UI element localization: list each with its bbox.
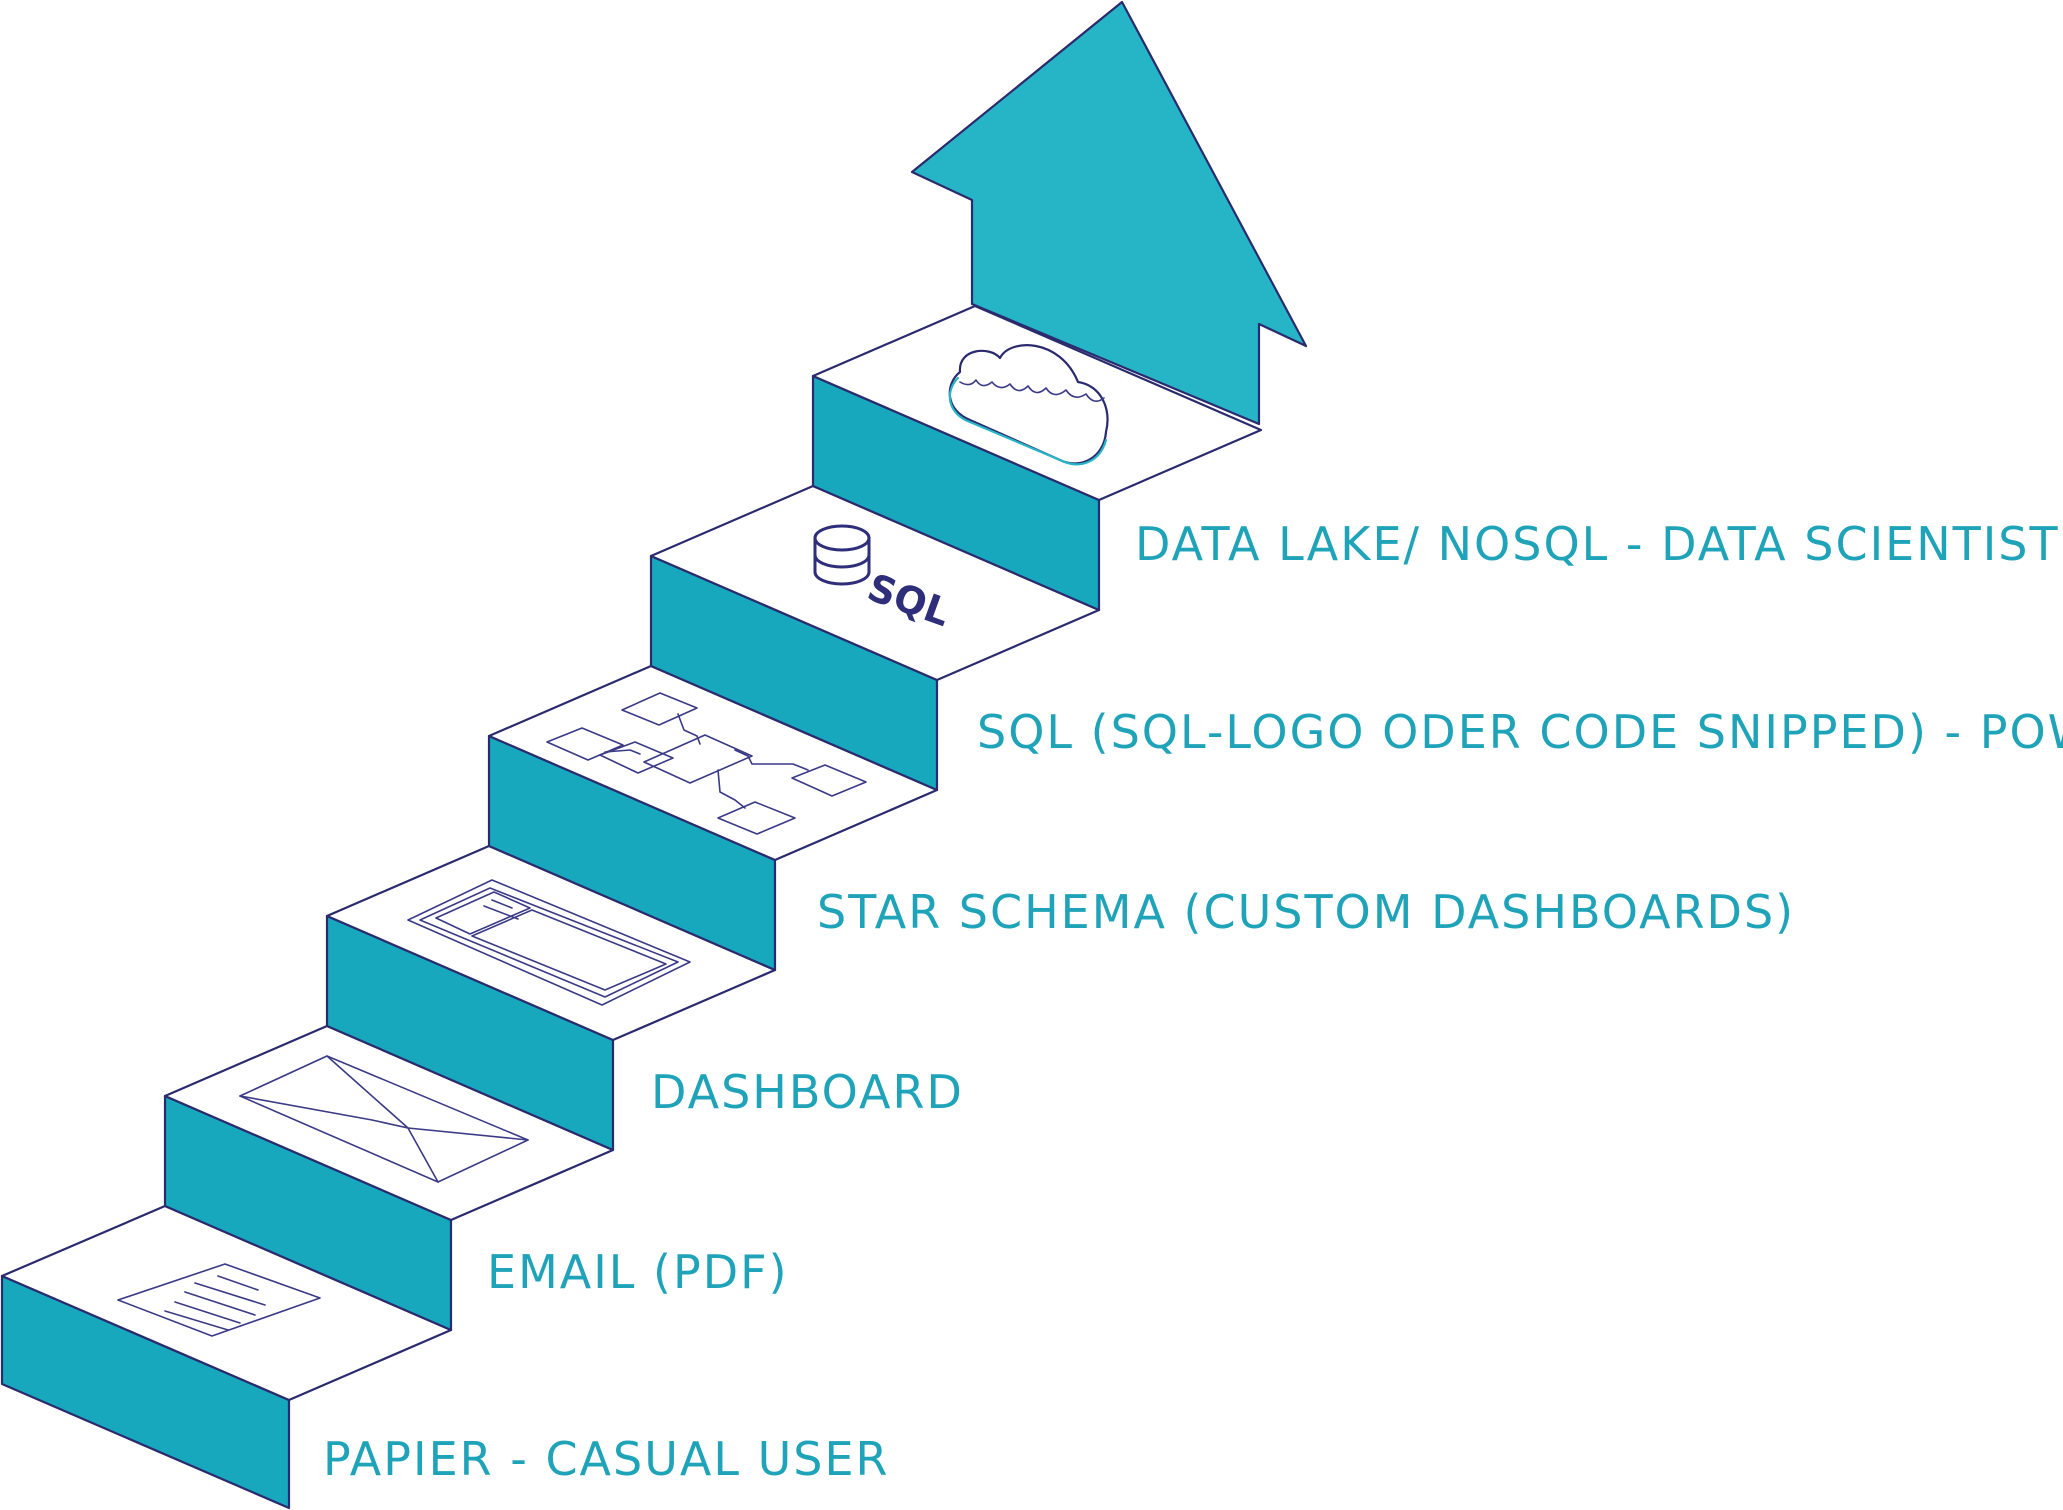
step-label-sql: SQL (SQL-LOGO ODER CODE SNIPPED) - POWER… xyxy=(977,705,2063,759)
database-icon xyxy=(813,524,871,586)
step-label-email: EMAIL (PDF) xyxy=(487,1245,789,1299)
cloud-icon xyxy=(948,344,1109,466)
step-1 xyxy=(0,1204,453,1510)
step-label-star-schema: STAR SCHEMA (CUSTOM DASHBOARDS) xyxy=(817,885,1795,939)
step-label-data-lake: DATA LAKE/ NOSQL - DATA SCIENTIST xyxy=(1135,517,2060,571)
star-schema-icon xyxy=(546,692,867,835)
dashboard-icon xyxy=(407,879,691,1006)
up-arrow-icon xyxy=(910,0,1308,426)
step-6 xyxy=(811,304,1263,612)
step-4 xyxy=(487,664,939,972)
step-label-dashboard: DASHBOARD xyxy=(651,1065,964,1119)
step-label-papier: PAPIER - CASUAL USER xyxy=(323,1432,890,1486)
envelope-icon xyxy=(239,1055,529,1183)
document-icon xyxy=(117,1263,321,1337)
